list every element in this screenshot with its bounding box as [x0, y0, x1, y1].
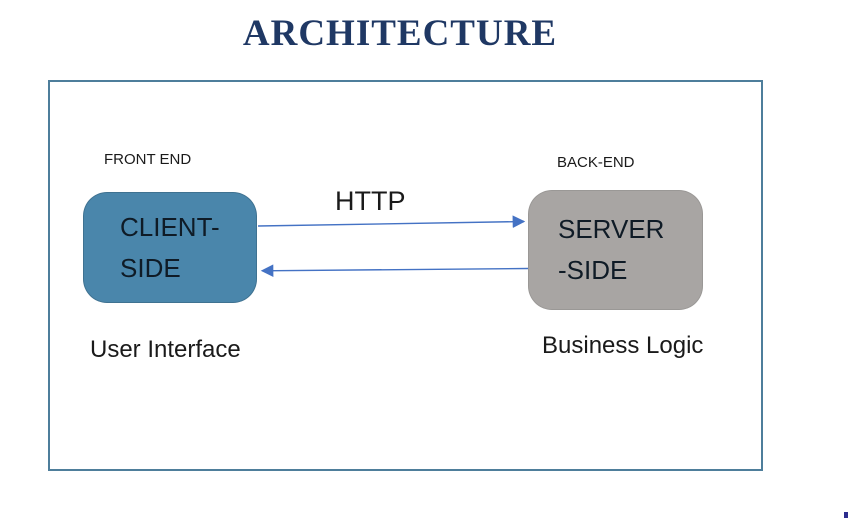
page-title: ARCHITECTURE	[242, 13, 558, 54]
client-side-node-line1: CLIENT-	[120, 211, 220, 242]
back-end-label: BACK-END	[557, 154, 635, 171]
server-side-node-line1: SERVER	[558, 214, 665, 244]
http-arrow-label: HTTP	[335, 186, 406, 216]
client-caption: User Interface	[90, 336, 241, 363]
server-caption: Business Logic	[542, 332, 704, 359]
server-side-node: SERVER -SIDE	[528, 190, 703, 310]
front-end-label: FRONT END	[104, 151, 192, 168]
server-side-node-line2: -SIDE	[558, 255, 628, 285]
diagram-frame	[48, 80, 763, 471]
client-side-node-line2: SIDE	[120, 252, 181, 283]
stray-dot	[844, 512, 848, 518]
client-side-node: CLIENT- SIDE	[83, 192, 257, 303]
